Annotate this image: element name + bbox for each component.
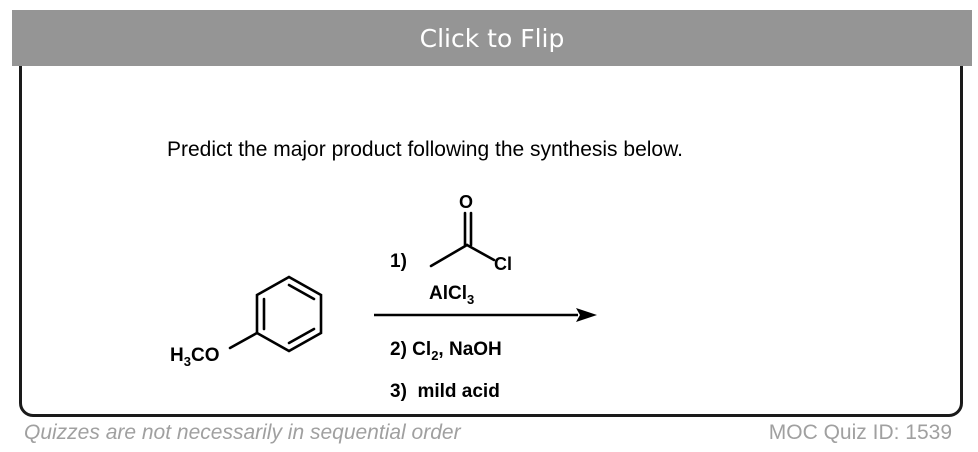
quiz-id: MOC Quiz ID: 1539 [768, 421, 952, 444]
flashcard[interactable] [19, 15, 963, 417]
sequence-disclaimer: Quizzes are not necessarily in sequentia… [24, 421, 461, 444]
flip-button-label: Click to Flip [419, 23, 565, 53]
click-to-flip-button[interactable]: Click to Flip [12, 10, 972, 66]
question-prompt: Predict the major product following the … [167, 138, 683, 161]
